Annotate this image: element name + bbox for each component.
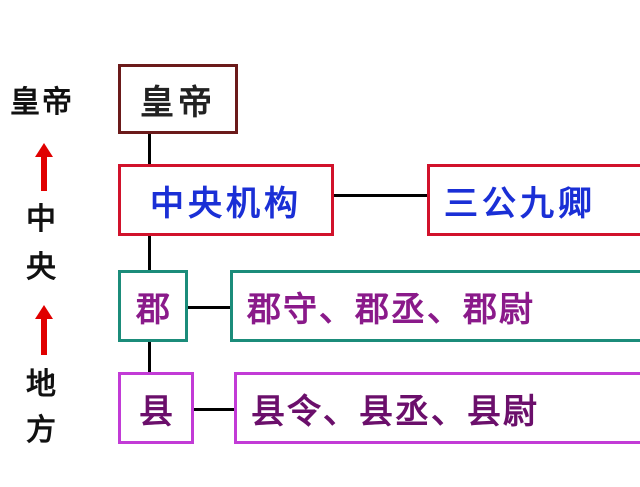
box-commandery-officials: 郡守、郡丞、郡尉 [230,270,640,342]
connector-county-to-officials [194,408,234,411]
side-label-emperor: 皇帝 [10,85,74,120]
up-arrow-icon [34,305,54,355]
side-label-di: 地 [26,367,56,402]
box-emperor: 皇帝 [118,64,238,134]
connector-central-to-ministers [333,194,427,197]
side-label-fang: 方 [26,413,56,448]
connector-commandery-to-officials [188,306,230,309]
up-arrow-icon [34,143,54,191]
box-three-dukes-nine-ministers: 三公九卿 [427,164,640,236]
side-label-zhong: 中 [26,202,56,237]
box-central-institutions: 中央机构 [118,164,334,236]
box-county: 县 [118,372,194,444]
box-commandery: 郡 [118,270,188,342]
box-county-officials: 县令、县丞、县尉 [234,372,640,444]
side-label-yang: 央 [26,250,56,285]
vertical-connector [148,134,151,374]
